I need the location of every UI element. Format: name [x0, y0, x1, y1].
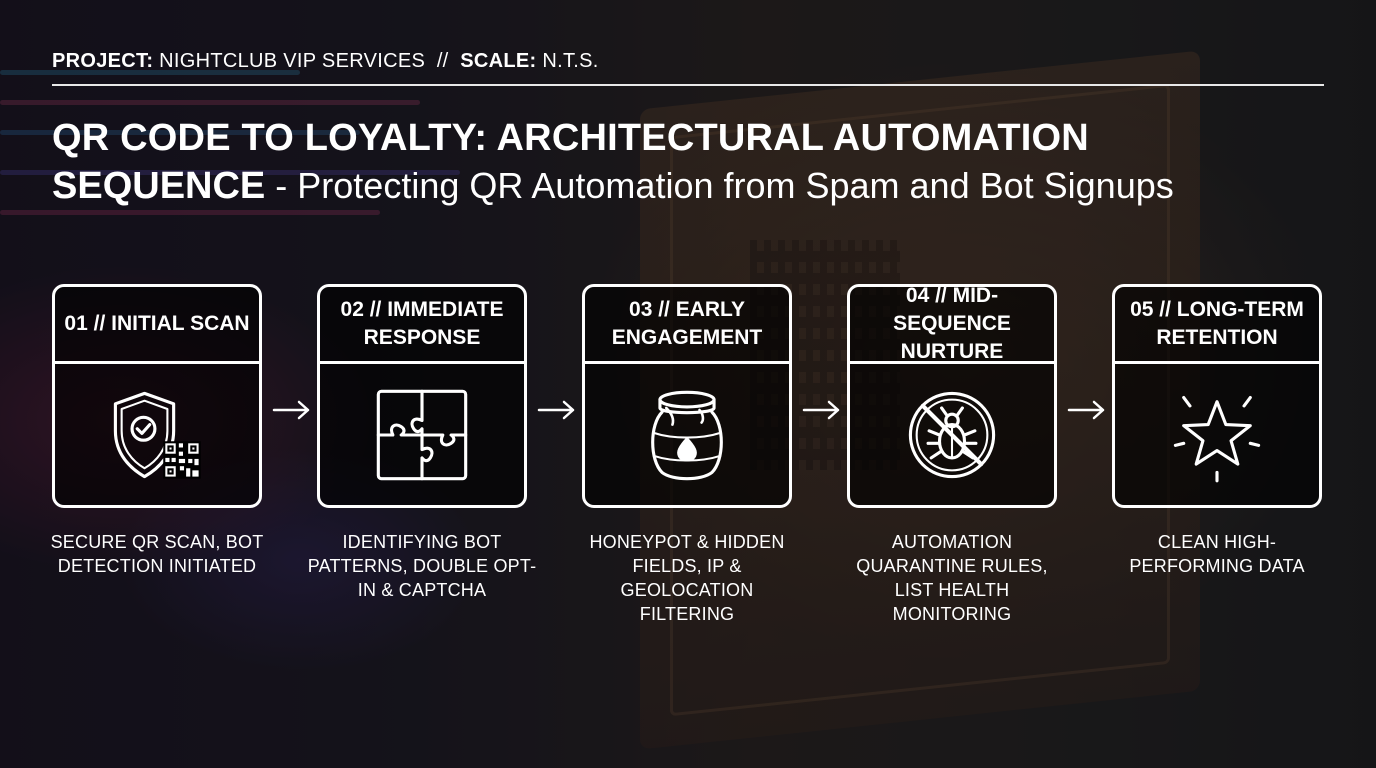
step-card-2: 02 // IMMEDIATE RESPONSE	[317, 284, 527, 508]
puzzle-icon	[376, 389, 468, 480]
step-card-1: 01 // INITIAL SCAN	[52, 284, 262, 508]
project-meta: PROJECT: NIGHTCLUB VIP SERVICES // SCALE…	[52, 50, 1324, 73]
title-line-2-subtitle: - Protecting QR Automation from Spam and…	[265, 165, 1174, 206]
step-card-4: 04 // MID-SEQUENCE NURTURE	[847, 284, 1057, 508]
title-line-2: SEQUENCE - Protecting QR Automation from…	[52, 162, 1332, 210]
no-bug-icon	[908, 391, 996, 478]
step-1-description: SECURE QR SCAN, BOT DETECTION INITIATED	[50, 532, 264, 576]
honeypot-icon	[651, 390, 723, 480]
step-2-heading: 02 // IMMEDIATE RESPONSE	[320, 287, 524, 364]
step-4-description: AUTOMATION QUARANTINE RULES, LIST HEALTH…	[856, 532, 1048, 624]
scale-value: N.T.S.	[542, 50, 599, 72]
step-3-heading: 03 // EARLY ENGAGEMENT	[585, 287, 789, 364]
title-line-1: QR CODE TO LOYALTY: ARCHITECTURAL AUTOMA…	[52, 117, 1089, 159]
arrow-right-icon	[1067, 400, 1105, 420]
step-1-heading: 01 // INITIAL SCAN	[55, 287, 259, 364]
arrow-right-icon	[272, 400, 310, 420]
page-title: QR CODE TO LOYALTY: ARCHITECTURAL AUTOMA…	[52, 114, 1332, 210]
step-card-5: 05 // LONG-TERM RETENTION	[1112, 284, 1322, 508]
arrow-right-icon	[537, 400, 575, 420]
step-5-description: CLEAN HIGH-PERFORMING DATA	[1129, 532, 1305, 576]
shield-qr-icon	[113, 391, 201, 479]
step-card-3: 03 // EARLY ENGAGEMENT	[582, 284, 792, 508]
project-label: PROJECT:	[52, 50, 154, 72]
scale-label: SCALE:	[460, 50, 537, 72]
arrow-right-icon	[802, 400, 840, 420]
step-4-heading: 04 // MID-SEQUENCE NURTURE	[850, 284, 1054, 364]
step-5-heading: 05 // LONG-TERM RETENTION	[1115, 287, 1319, 364]
step-2-description: IDENTIFYING BOT PATTERNS, DOUBLE OPT-IN …	[307, 532, 537, 600]
step-3-description: HONEYPOT & HIDDEN FIELDS, IP & GEOLOCATI…	[589, 532, 785, 624]
meta-separator: //	[436, 50, 449, 72]
star-icon	[1173, 395, 1261, 482]
title-line-2-bold: SEQUENCE	[52, 165, 266, 207]
header-divider	[52, 84, 1324, 86]
project-value: NIGHTCLUB VIP SERVICES	[159, 50, 426, 72]
